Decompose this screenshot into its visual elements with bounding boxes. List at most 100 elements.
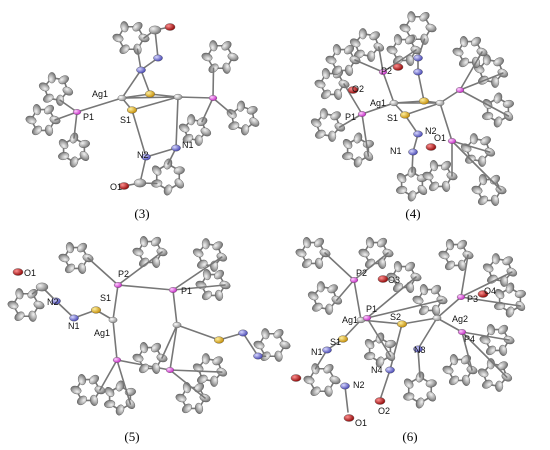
atom-c: [495, 380, 504, 392]
label-s2: S2: [390, 312, 401, 322]
bond: [436, 296, 462, 319]
atom-c: [452, 47, 464, 57]
atom-c: [222, 62, 231, 74]
atom-c: [65, 242, 75, 254]
bond: [460, 271, 513, 298]
atom-c: [320, 89, 332, 100]
atom-c: [493, 57, 504, 67]
atom-c: [404, 34, 416, 45]
atom-c: [482, 379, 493, 389]
atom-o: [164, 23, 176, 31]
atom-c: [490, 194, 500, 206]
atom-c: [115, 380, 125, 392]
atom-c: [449, 354, 459, 366]
atom-c: [47, 72, 56, 84]
atom-c: [43, 104, 55, 115]
label-ag1: Ag1: [370, 98, 386, 108]
atom-p: [113, 282, 123, 288]
atom-c: [77, 262, 87, 274]
atom-c: [310, 118, 322, 128]
atom-c: [25, 115, 37, 125]
label-p3: P3: [467, 294, 478, 304]
atom-c: [487, 274, 498, 284]
label-s1: S1: [330, 337, 341, 347]
label-n4: N4: [371, 365, 383, 375]
atom-n: [238, 329, 248, 337]
bond: [389, 323, 403, 371]
atom-c: [367, 50, 376, 62]
atom-p: [72, 109, 82, 115]
bond: [342, 319, 362, 340]
atom-c: [458, 57, 470, 68]
atom-c: [69, 156, 79, 168]
atom-o: [12, 268, 24, 276]
bond: [169, 369, 206, 399]
atom-c: [328, 130, 337, 142]
atom-c: [426, 391, 436, 402]
atom-c: [440, 160, 452, 171]
atom-c: [404, 261, 416, 272]
bond: [344, 385, 349, 413]
atom-c: [148, 25, 162, 35]
atom-c: [442, 365, 454, 375]
label-s1: S1: [387, 113, 398, 123]
atom-c: [505, 282, 515, 294]
atom-c: [104, 399, 116, 409]
atom-c: [321, 68, 331, 80]
atom-c: [459, 36, 469, 48]
atom-n: [413, 130, 423, 138]
atom-c: [497, 361, 508, 371]
label-s1: S1: [120, 115, 131, 125]
atom-p: [349, 277, 359, 283]
atom-c: [480, 136, 491, 146]
atom-c: [33, 300, 45, 310]
atom-c: [163, 184, 173, 196]
atom-c: [461, 374, 471, 386]
atom-s: [90, 306, 102, 314]
bond: [461, 331, 510, 341]
bond: [366, 299, 443, 319]
atom-c: [201, 52, 213, 62]
atom-n: [136, 66, 146, 74]
bond: [177, 96, 214, 99]
atom-c: [369, 31, 380, 41]
atom-c: [358, 28, 367, 40]
atom-c: [502, 256, 513, 266]
bond: [176, 324, 220, 341]
atom-c: [456, 239, 468, 250]
atom-c: [132, 353, 144, 363]
atom-c: [303, 375, 315, 385]
label-o1: O1: [434, 133, 446, 143]
atom-c: [482, 263, 494, 273]
label-n2: N2: [353, 380, 365, 390]
bond: [154, 29, 159, 59]
panel-6-molecule: [295, 237, 526, 422]
atom-c: [187, 114, 196, 126]
atom-c: [497, 324, 509, 335]
atom-c: [399, 23, 411, 33]
label-o2: O2: [378, 406, 390, 416]
bond: [139, 156, 147, 184]
atom-c: [343, 44, 355, 55]
atom-c: [333, 88, 343, 100]
atom-o: [290, 374, 302, 382]
atom-c: [323, 364, 334, 374]
bond: [116, 359, 132, 405]
atom-c: [478, 174, 488, 186]
atom-c: [471, 185, 483, 195]
atom-p: [112, 357, 122, 363]
bond: [145, 147, 177, 158]
atom-c: [31, 125, 43, 136]
atom-c: [120, 21, 129, 33]
bond: [451, 140, 502, 191]
atom-c: [210, 375, 219, 387]
label-o1: O1: [24, 268, 36, 278]
atom-c: [429, 160, 439, 172]
panel-3-caption: (3): [134, 206, 149, 221]
atom-c: [132, 247, 144, 257]
atom-c: [151, 362, 161, 374]
bond: [201, 97, 214, 123]
bond: [417, 348, 421, 378]
atom-c: [486, 358, 495, 370]
atom-c: [386, 272, 398, 282]
